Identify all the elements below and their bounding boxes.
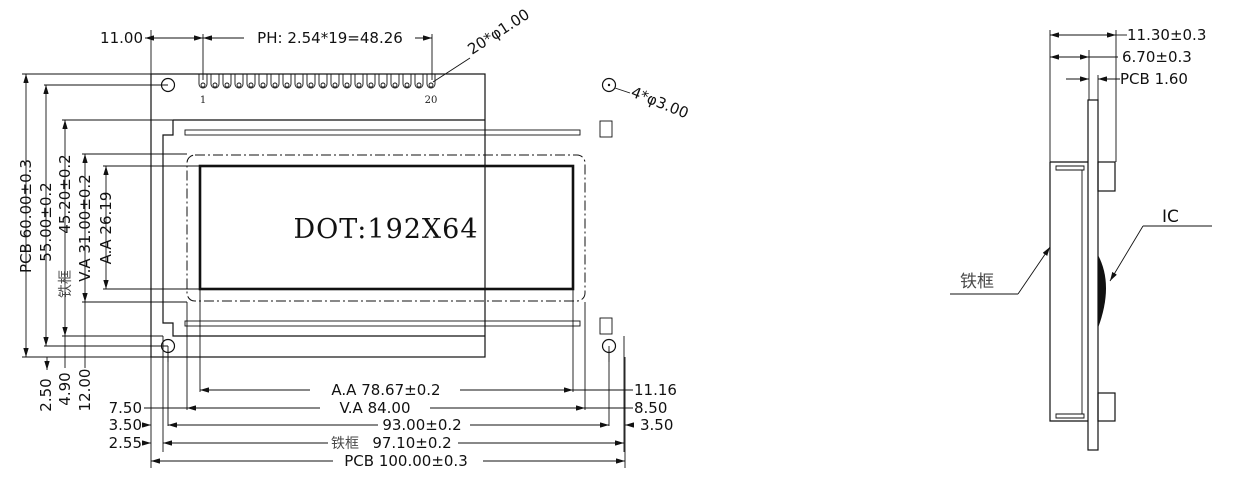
dim-right-8-50: 8.50 (634, 399, 667, 417)
front-view: DOT:192X64 1 20 11.00 (17, 5, 691, 470)
side-metal-frame (1049, 161, 1088, 422)
dim-offset-2-50: 2.50 (37, 378, 55, 411)
side-connector-bottom (1097, 392, 1116, 422)
dim-total-thickness: 11.30±0.3 (1127, 26, 1206, 44)
dim-pcb-height: PCB 60.00±0.3 (17, 159, 35, 273)
dim-aa-height: A.A 26.19 (97, 192, 115, 265)
dim-mount-holes: 4*φ3.00 (629, 83, 692, 122)
pin-1-label: 1 (200, 95, 206, 106)
viewing-area (186, 154, 586, 302)
dim-module-thickness: 6.70±0.3 (1122, 48, 1192, 66)
dim-frame-height: 45.20±0.2 (56, 154, 74, 233)
side-ic-blob (1098, 255, 1106, 328)
dim-hole-pitch-v: 55.00±0.2 (37, 182, 55, 261)
display-resolution-label: DOT:192X64 (293, 214, 478, 245)
dim-frame-width: 97.10±0.2 (372, 434, 451, 452)
dim-frame-width-label: 铁框 (331, 436, 359, 452)
dim-aa-width: A.A 78.67±0.2 (331, 381, 440, 399)
dim-frame-height-label: 铁框 (58, 270, 74, 298)
side-connector-top (1097, 161, 1116, 192)
pcb-outline (150, 73, 486, 358)
dim-pin1-offset: 11.00 (100, 29, 143, 47)
dim-offset-4-90: 4.90 (56, 372, 74, 405)
dim-right-3-50: 3.50 (640, 416, 673, 434)
top-strip (184, 129, 581, 136)
dim-pcb-width: PCB 100.00±0.3 (344, 452, 468, 470)
pin-header: 1 20 (198, 74, 438, 106)
side-frame-label: 铁框 (960, 272, 994, 292)
dim-hole-pitch-h: 93.00±0.2 (382, 416, 461, 434)
mount-hole-tr (601, 77, 617, 93)
dim-pcb-thickness: PCB 1.60 (1120, 70, 1188, 88)
dim-va-width: V.A 84.00 (339, 399, 410, 417)
bottom-strip (184, 320, 581, 327)
pin-20-label: 20 (425, 95, 438, 106)
side-ic-label: IC (1162, 207, 1179, 227)
dim-pin-holes: 20*φ1.00 (464, 5, 532, 58)
side-view: 11.30±0.3 6.70±0.3 PCB 1.60 铁框 IC (950, 26, 1212, 451)
dim-offset-12-00: 12.00 (76, 369, 94, 412)
dim-right-11-16: 11.16 (634, 381, 677, 399)
side-pcb (1087, 99, 1099, 451)
dim-va-height: V.A 31.00±0.2 (76, 174, 94, 282)
dim-pin-pitch: PH: 2.54*19=48.26 (257, 29, 403, 47)
active-area (198, 164, 575, 291)
dim-left-3-50: 3.50 (109, 416, 142, 434)
dim-left-2-55: 2.55 (109, 434, 142, 452)
dim-left-7-50: 7.50 (109, 399, 142, 417)
